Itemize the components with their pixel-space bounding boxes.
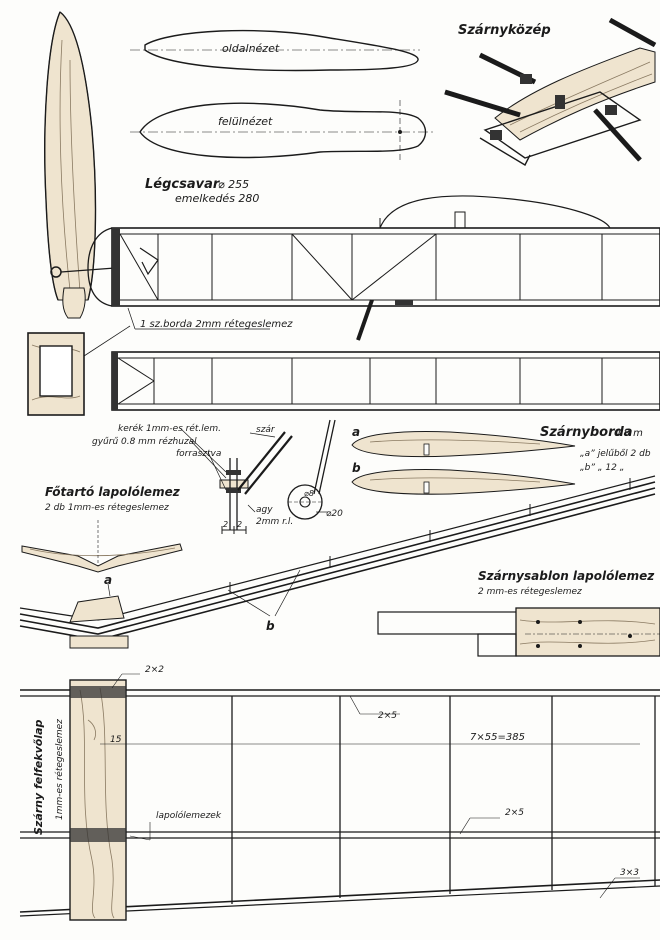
rib-one-note: 1 sz.borda 2mm rétegeslemez xyxy=(140,318,293,330)
dim-spar: 2×5 xyxy=(378,711,397,721)
laminate-label: lapolólemezek xyxy=(156,810,222,821)
propeller-side-view: oldalnézet xyxy=(130,29,420,72)
trailing-dim: 3×3 xyxy=(620,868,639,878)
propeller-top-view: felülnézet xyxy=(130,100,435,160)
wing-center-isometric xyxy=(444,17,657,166)
spar-label-a: a xyxy=(104,573,112,587)
fuselage-top-view xyxy=(111,351,660,411)
rib-b-mark: b xyxy=(352,461,361,475)
dia-20-label: ⌀20 xyxy=(326,509,343,519)
main-spar-plate-title: Főtartó lapolólemez xyxy=(45,485,181,499)
template-plate-title: Szárnysablon lapolólemez xyxy=(478,569,655,583)
wing-rib-title: Szárnyborda xyxy=(540,425,633,440)
propeller-pitch: emelkedés 280 xyxy=(175,192,259,205)
wing-rib-b xyxy=(351,469,576,495)
dim-2a: 2 xyxy=(223,520,228,529)
wing-rib-note-b: „b” „ 12 „ xyxy=(580,463,624,473)
spar-label-b: b xyxy=(266,619,275,633)
wheel-note: kerék 1mm-es rét.lem. xyxy=(118,423,221,434)
ring-note: gyűrű 0.8 mm rézhuzal xyxy=(92,436,197,447)
propeller-title: Légcsavar xyxy=(145,177,221,192)
wheel-leg-detail xyxy=(179,427,293,534)
wing-center-title: Szárnyközép xyxy=(458,23,551,38)
dim-spar2: 2×5 xyxy=(505,808,524,818)
dim-2b: 2 xyxy=(237,520,242,529)
half-panel-title: Szárny felfekvőlap xyxy=(32,719,45,835)
wing-spar-dihedral xyxy=(19,475,656,649)
propeller-blade xyxy=(44,11,116,319)
side-view-label: oldalnézet xyxy=(222,42,280,55)
wing-rib-a xyxy=(351,431,576,458)
solder-note: forrasztva xyxy=(176,449,221,459)
leg-label: szár xyxy=(256,425,276,435)
dim-top: 2×2 xyxy=(145,665,164,675)
dia-8-label: ⌀8 xyxy=(304,489,314,498)
axle-note: agy xyxy=(256,505,273,515)
rib-spacing: 7×55=385 xyxy=(470,732,525,743)
template-plate-spec: 2 mm-es rétegeslemez xyxy=(478,586,582,597)
wing-plan xyxy=(19,673,660,921)
propeller-diameter: ⌀ 255 xyxy=(218,178,249,191)
half-panel-spec: 1mm-es rétegeslemez xyxy=(54,719,65,820)
offset-dim: 15 xyxy=(110,735,122,745)
fuselage-side-view xyxy=(87,195,660,341)
top-view-label: felülnézet xyxy=(218,115,273,128)
wing-rib-note-a: „a” jelűből 2 db xyxy=(580,449,651,459)
wheel-disc xyxy=(287,419,336,520)
rib-one-plate xyxy=(27,325,131,416)
main-spar-plate-spec: 2 db 1mm-es rétegeslemez xyxy=(45,502,169,513)
axle-spec: 2mm r.l. xyxy=(256,517,293,527)
main-spar-plate-piece xyxy=(21,520,183,573)
template-plate-piece xyxy=(377,607,660,657)
wing-rib-thickness: 0.8 m xyxy=(614,428,643,439)
rib-a-mark: a xyxy=(352,425,360,439)
